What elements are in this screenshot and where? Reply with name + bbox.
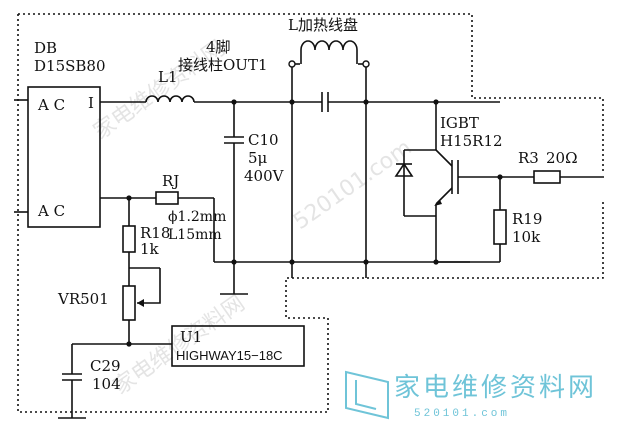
u1-part: HIGHWAY15−18C xyxy=(176,348,283,363)
brand-book-icon xyxy=(345,370,389,420)
c10-voltage: 400V xyxy=(244,167,285,185)
node-bottom-coil-right xyxy=(363,259,369,265)
rj-ref: RJ xyxy=(162,172,179,190)
resistor-r3 xyxy=(533,170,561,184)
brand-watermark: 家电维修资料网 520101.com xyxy=(345,370,597,420)
u1-ref: U1 xyxy=(180,328,202,346)
coil-terminal-out2 xyxy=(362,60,370,68)
r3-value: 20Ω xyxy=(546,149,578,167)
r18-ref: R18 xyxy=(140,224,170,242)
c10-ref: C10 xyxy=(248,131,279,149)
r19-value: 10k xyxy=(512,228,541,246)
background-watermark: 家电维修资料网 520101.com 家电维修资料网 xyxy=(89,36,416,400)
resistor-r18 xyxy=(122,225,136,253)
db-pin-i: I xyxy=(88,94,94,112)
vr501-wiper-arrow xyxy=(137,299,144,307)
resistor-r19 xyxy=(493,209,507,245)
freewheel-diode xyxy=(394,162,414,177)
resistor-rj xyxy=(155,191,179,205)
node-u1-input xyxy=(126,341,132,347)
faint-watermark-2: 520101.com xyxy=(289,135,416,235)
vr501-ref: VR501 xyxy=(57,290,109,308)
igbt-collector-diag xyxy=(435,149,453,167)
node-bottom-c10 xyxy=(231,259,237,265)
igbt-emitter-diag xyxy=(435,187,453,205)
node-igbt-collector xyxy=(433,99,439,105)
vr501-wiper xyxy=(137,268,161,304)
u1-chip-box xyxy=(171,325,305,367)
c29-value: 104 xyxy=(92,375,121,393)
db-part: D15SB80 xyxy=(34,57,106,75)
inductor-l1 xyxy=(145,95,195,103)
rj-spec1: ϕ1.2mm xyxy=(168,209,226,225)
igbt-ref: IGBT xyxy=(440,114,479,132)
cap-gap xyxy=(323,95,327,109)
potentiometer-vr501 xyxy=(122,285,136,321)
bridge-rectifier-box xyxy=(27,86,101,228)
rj-spec2: L15mm xyxy=(168,227,222,243)
brand-url: 520101.com xyxy=(414,408,510,420)
out-line1: 4脚 xyxy=(206,38,231,56)
c29-ref: C29 xyxy=(90,357,121,375)
brand-book-spine xyxy=(355,380,377,410)
igbt-part: H15R12 xyxy=(440,132,503,150)
db-ref: DB xyxy=(34,39,57,57)
l1-ref: L1 xyxy=(158,68,178,86)
heating-coil xyxy=(300,40,358,51)
node-bottom-coil-left xyxy=(289,259,295,265)
coil-terminal-out1 xyxy=(288,60,296,68)
r18-value: 1k xyxy=(140,240,160,258)
db-pin-ac-top: A C xyxy=(37,96,65,114)
db-pin-ac-bottom: A C xyxy=(37,202,65,220)
r3-ref: R3 xyxy=(518,149,539,167)
r19-ref: R19 xyxy=(512,210,542,228)
node-emitter xyxy=(433,259,439,265)
coil-label: L加热线盘 xyxy=(288,16,358,34)
brand-name: 家电维修资料网 xyxy=(394,373,597,403)
out-line2: 接线柱OUT1 xyxy=(178,56,268,74)
c10-value: 5μ xyxy=(248,149,268,167)
